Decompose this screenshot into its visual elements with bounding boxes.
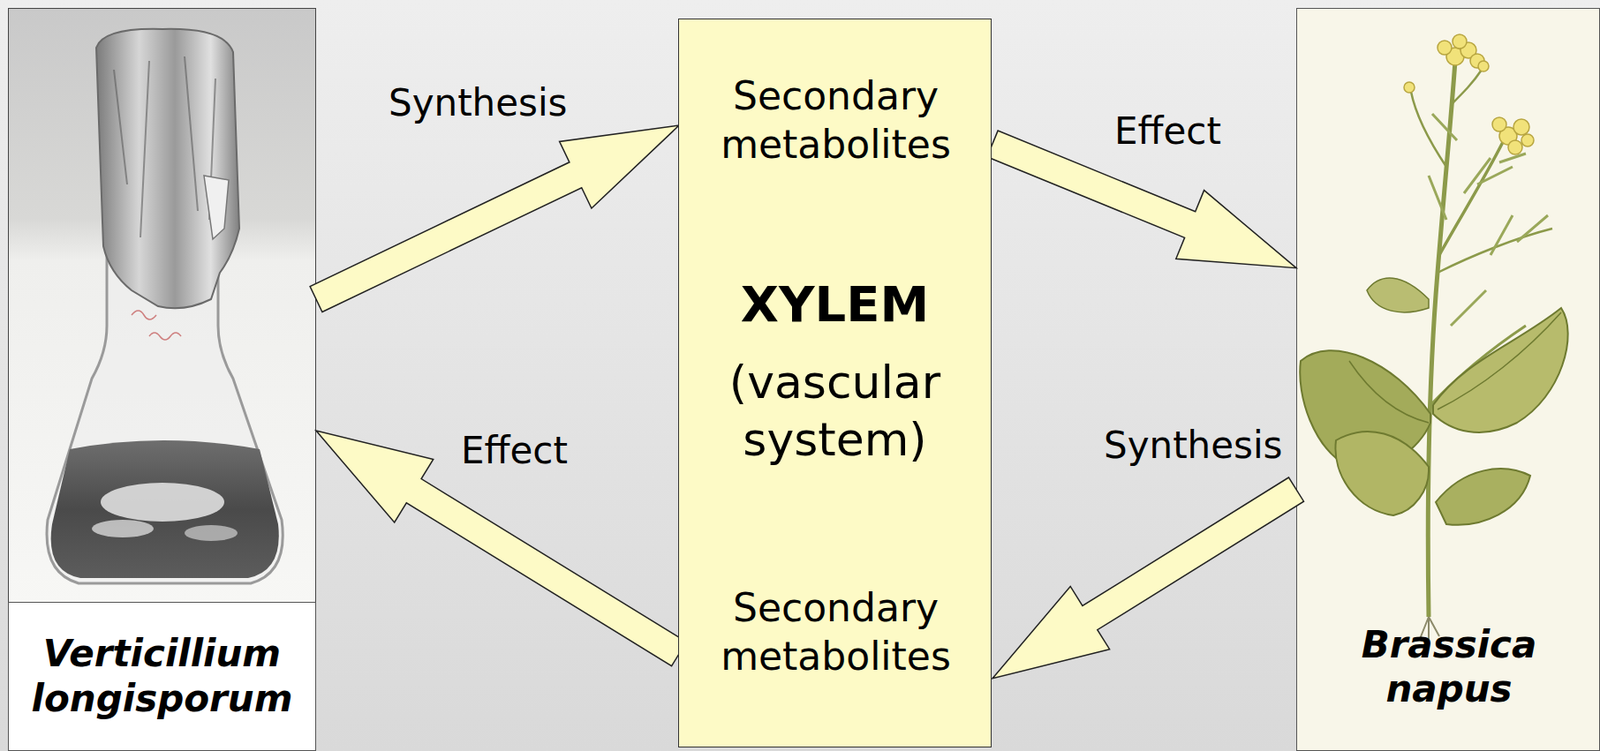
xylem-title: XYLEM: [679, 274, 991, 334]
xylem-subtitle: (vascular system): [679, 354, 991, 469]
block-arrow: [316, 430, 687, 666]
metabolite-box: Secondary metabolites: [679, 71, 993, 169]
block-arrow: [992, 477, 1305, 680]
edge-label: Synthesis: [1103, 427, 1284, 465]
edge-label: Effect: [460, 432, 568, 470]
organism-panel: Brassica napus: [1296, 7, 1600, 751]
metabolite-box: Secondary metabolites: [679, 583, 993, 681]
block-arrow: [309, 125, 680, 312]
block-arrow: [987, 130, 1297, 269]
flask-photo: [7, 7, 317, 611]
species-label: Verticillium longisporum: [7, 602, 317, 751]
organism-panel: Verticillium longisporum: [7, 7, 317, 751]
xylem-box: XYLEM (vascular system) Secondary metaboli…: [678, 18, 992, 748]
edge-label: Effect: [1114, 113, 1222, 151]
edge-label: Synthesis: [388, 84, 568, 122]
species-label: Brassica napus: [1343, 623, 1555, 713]
metabolite-label: Secondary metabolites: [679, 583, 993, 681]
metabolite-label: Secondary metabolites: [679, 71, 993, 169]
